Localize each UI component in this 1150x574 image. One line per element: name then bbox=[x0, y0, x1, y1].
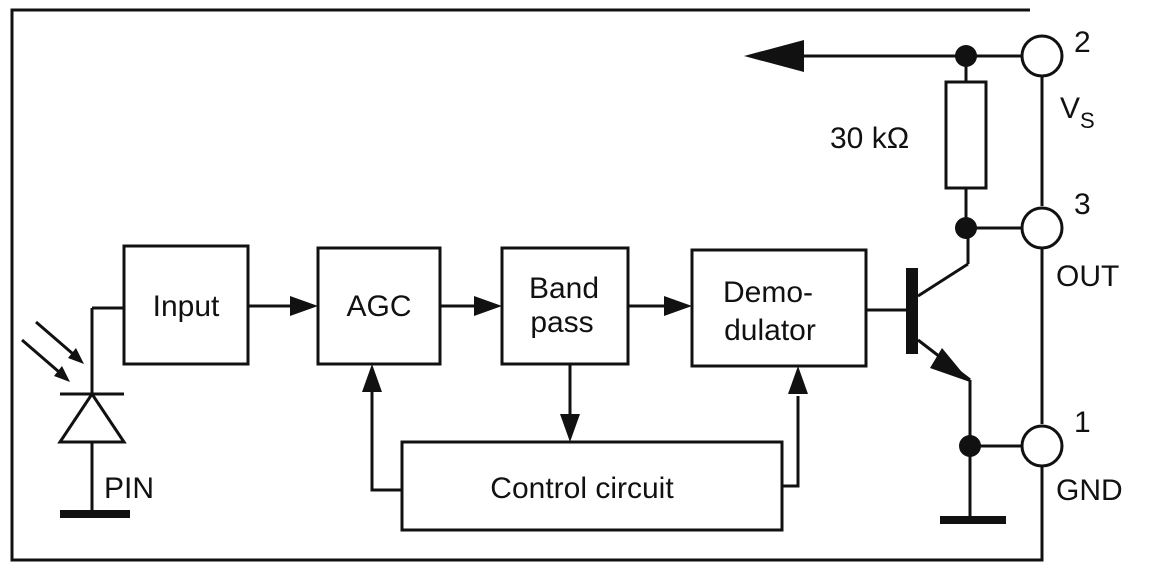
arrow-control-demod bbox=[788, 366, 808, 394]
agc-block bbox=[316, 246, 442, 366]
bandpass-label-line2: pass bbox=[530, 306, 593, 339]
control-circuit-block bbox=[400, 440, 784, 532]
bandpass-block bbox=[500, 246, 630, 366]
supply-arrow-icon bbox=[744, 40, 804, 72]
arrow-bandpass-control bbox=[560, 414, 580, 442]
pin-2-name: VS bbox=[1060, 92, 1095, 133]
pin-photodiode bbox=[21, 306, 130, 518]
terminal-1-gnd bbox=[1020, 424, 1064, 468]
pin-3-name: OUT bbox=[1056, 260, 1119, 293]
pin-1-name: GND bbox=[1056, 474, 1123, 507]
arrow-agc-bandpass bbox=[474, 296, 502, 316]
pin-2-number: 2 bbox=[1074, 26, 1091, 59]
terminal-3-out bbox=[1020, 206, 1064, 250]
junction-gnd bbox=[959, 435, 981, 457]
resistor-30k bbox=[944, 80, 988, 190]
agc-label: AGC bbox=[346, 290, 411, 323]
ground-symbol-right bbox=[940, 516, 1006, 524]
demodulator-block bbox=[690, 248, 868, 368]
input-block bbox=[122, 244, 250, 366]
pin-1-number: 1 bbox=[1074, 406, 1091, 439]
control-circuit-label: Control circuit bbox=[490, 472, 674, 505]
output-transistor bbox=[866, 228, 1006, 524]
ic-outline bbox=[10, 8, 1044, 562]
arrow-bandpass-demod bbox=[664, 296, 692, 316]
demod-label-line2: dulator bbox=[724, 314, 816, 347]
pin-3-number: 3 bbox=[1074, 188, 1091, 221]
ground-symbol-left bbox=[60, 510, 130, 518]
emitter-arrow bbox=[930, 348, 970, 382]
junction-out bbox=[955, 217, 977, 239]
light-arrows-icon bbox=[21, 320, 84, 382]
input-label: Input bbox=[153, 290, 220, 323]
junction-vs bbox=[955, 45, 977, 67]
arrow-input-agc bbox=[290, 296, 318, 316]
arrow-control-agc bbox=[362, 364, 382, 392]
demod-label-line1: Demo- bbox=[723, 276, 813, 309]
pin-label: PIN bbox=[104, 472, 154, 505]
resistor-label: 30 kΩ bbox=[830, 122, 909, 155]
bandpass-label-line1: Band bbox=[529, 272, 599, 305]
terminal-2-vs bbox=[1020, 34, 1064, 78]
